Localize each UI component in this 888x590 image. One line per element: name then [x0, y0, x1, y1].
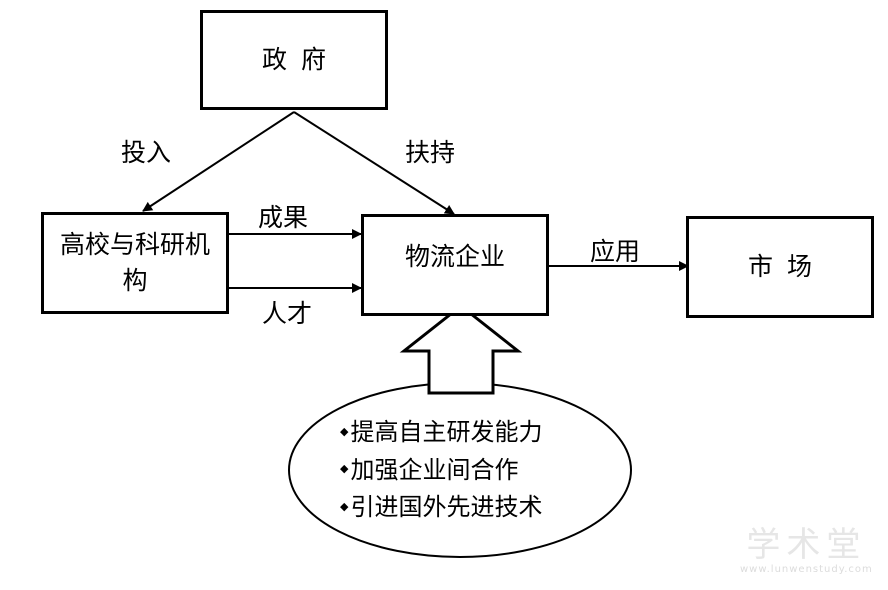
hollow-up-arrow — [399, 304, 523, 395]
watermark-url: www.lunwenstudy.com — [740, 564, 873, 575]
measure-item: ◆引进国外先进技术 — [340, 493, 543, 521]
diamond-bullet-icon: ◆ — [340, 424, 349, 438]
diamond-bullet-icon: ◆ — [340, 462, 349, 475]
logistics-label: 物流企业 — [404, 241, 505, 271]
watermark: 学术堂 www.lunwenstudy.com — [740, 526, 873, 575]
university-box: 高校与科研机构 — [41, 212, 229, 314]
measures-list: ◆提高自主研发能力 ◆加强企业间合作 ◆引进国外先进技术 — [340, 414, 542, 527]
market-box: 市场 — [686, 216, 874, 318]
investment-label: 投入 — [121, 138, 172, 167]
support-label: 扶持 — [405, 138, 456, 167]
government-box: 政府 — [200, 10, 388, 110]
logistics-box: 物流企业 — [361, 214, 549, 316]
results-label: 成果 — [258, 203, 309, 232]
diamond-bullet-icon: ◆ — [340, 499, 349, 513]
watermark-text: 学术堂 — [746, 525, 867, 565]
measure-item: ◆提高自主研发能力 — [340, 418, 543, 446]
measure-item: ◆加强企业间合作 — [340, 455, 519, 484]
government-label: 政府 — [261, 44, 340, 74]
application-label: 应用 — [590, 237, 641, 266]
edge-government-logistics — [293, 111, 455, 215]
talent-label: 人才 — [262, 299, 313, 328]
edge-government-university — [142, 111, 295, 212]
university-label: 高校与科研机构 — [60, 229, 211, 295]
market-label: 市场 — [747, 251, 826, 281]
